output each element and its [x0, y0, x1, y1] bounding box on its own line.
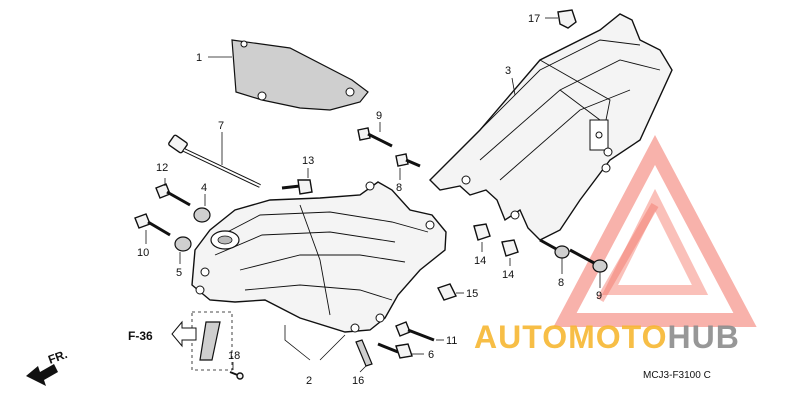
- reference-arrow: [171, 320, 197, 348]
- part-bolt-12: [155, 178, 191, 207]
- part-bolt-6: [377, 342, 424, 359]
- callout-15: 15: [466, 288, 478, 300]
- part-bolt-9-right: [569, 248, 608, 288]
- reference-label: F-36: [128, 329, 153, 343]
- part-bolt-8-top: [395, 153, 421, 180]
- part-bolt-13: [281, 168, 313, 195]
- part-collar-5: [174, 236, 192, 264]
- part-bracket-18: [191, 311, 244, 380]
- callout-2: 2: [306, 375, 312, 387]
- part-main-frame: [191, 181, 447, 361]
- part-bolt-8-right: [539, 238, 570, 274]
- callout-16: 16: [352, 375, 364, 387]
- callout-6: 6: [428, 349, 434, 361]
- callout-10: 10: [137, 247, 149, 259]
- callout-14b: 14: [502, 269, 514, 281]
- callout-8b: 8: [558, 277, 564, 289]
- watermark-logo: [553, 135, 757, 327]
- callout-12: 12: [156, 162, 168, 174]
- callout-5: 5: [176, 267, 182, 279]
- diagram-code: MCJ3-F3100 C: [643, 370, 711, 381]
- callout-3: 3: [505, 65, 511, 77]
- callout-13: 13: [302, 155, 314, 167]
- part-collar-4: [193, 194, 211, 223]
- callout-4: 4: [201, 182, 207, 194]
- watermark-text: AUTOMOTOHUB: [474, 319, 740, 355]
- part-bolt-11: [395, 321, 444, 342]
- part-long-bolt: [168, 132, 261, 188]
- watermark-triangle-icon: [553, 135, 757, 327]
- watermark-word-orange: AUTOMOTO: [474, 319, 667, 355]
- callout-8a: 8: [396, 182, 402, 194]
- part-clip-16: [355, 339, 373, 373]
- direction-label: FR.: [46, 347, 69, 367]
- callout-14a: 14: [474, 255, 486, 267]
- part-bolt-10: [134, 213, 171, 244]
- callout-18: 18: [228, 350, 240, 362]
- front-direction-icon: [26, 364, 58, 386]
- callout-9b: 9: [596, 290, 602, 302]
- part-nut-14b: [501, 239, 519, 266]
- part-bolt-9-top: [357, 122, 393, 148]
- part-plate: [208, 39, 369, 111]
- part-nut-15: [437, 283, 464, 301]
- callout-7: 7: [218, 120, 224, 132]
- part-nut-14a: [473, 223, 491, 252]
- callout-17: 17: [528, 13, 540, 25]
- watermark-word-gray: HUB: [667, 319, 739, 355]
- callout-1: 1: [196, 52, 202, 64]
- callout-11: 11: [446, 335, 457, 347]
- part-rear-subframe: [429, 13, 673, 241]
- callout-labels: 1 2 3 4 5 6 7 8 8 9 9 10 11 12 13 14 14 …: [137, 13, 602, 387]
- callout-9a: 9: [376, 110, 382, 122]
- part-clip: [545, 9, 577, 29]
